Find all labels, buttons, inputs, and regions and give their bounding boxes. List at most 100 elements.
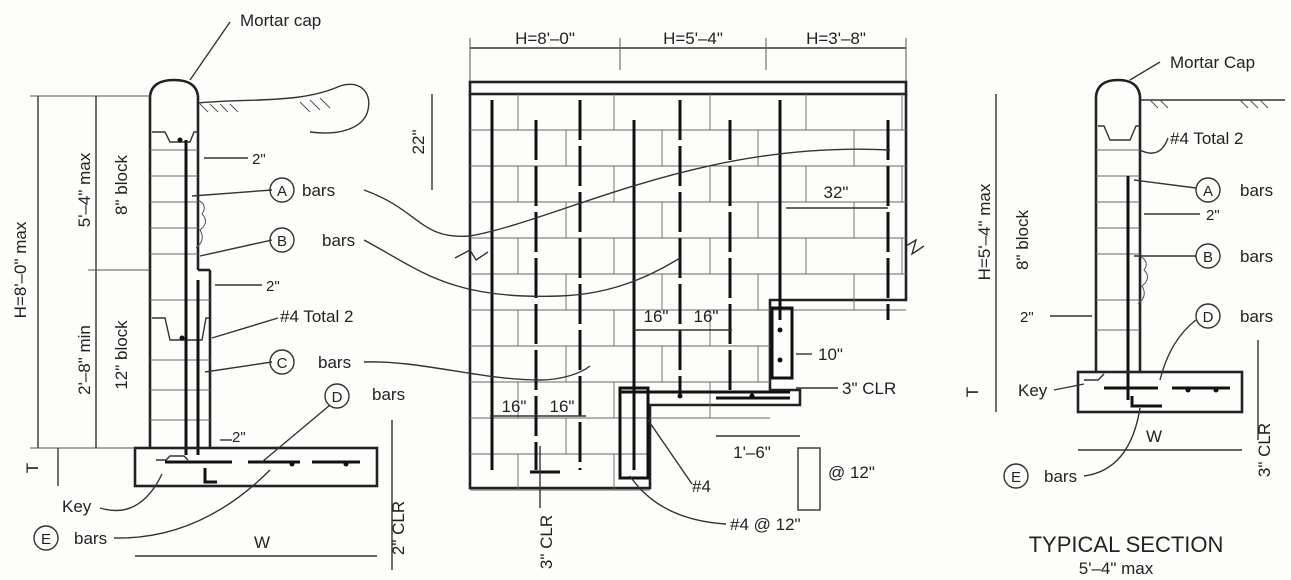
- left-bar-4-dot: [179, 335, 185, 341]
- left-bar-e-tag: E: [41, 531, 51, 548]
- left-clr-label: 2" CLR: [389, 501, 408, 555]
- elev-bar-dot: [777, 357, 783, 363]
- right-mortar-cap-label: Mortar Cap: [1170, 53, 1255, 72]
- elev-break-left: [454, 249, 489, 261]
- right-bar-e-leader: [1083, 407, 1141, 477]
- elev-dim-16b: 16": [694, 307, 719, 326]
- right-t-label: T: [963, 387, 982, 397]
- left-footing-key: [156, 455, 189, 461]
- right-bar-a-text: bars: [1240, 181, 1273, 200]
- left-lower-block-label: 12" block: [112, 320, 131, 390]
- right-ground-hatch: [1149, 99, 1269, 109]
- left-key-leader: [99, 473, 163, 512]
- elev-dim-10-label: 10": [818, 345, 843, 364]
- left-bar-a-text: bars: [302, 181, 335, 200]
- elevation-view: H=8'–0" H=5'–4" H=3'–8" 22" 32" 16": [363, 29, 925, 569]
- elev-bar-4-label: #4: [692, 477, 711, 496]
- left-footing-dot: [343, 461, 349, 467]
- left-grout-patch: [195, 199, 206, 249]
- right-bar-4-leader: [1139, 137, 1169, 154]
- left-bar-e-leader: [113, 469, 271, 539]
- elev-h2-label: H=5'–4": [663, 29, 723, 48]
- elev-vertical-bars: [490, 100, 890, 470]
- elev-bar-dot: [777, 327, 783, 333]
- left-bar-d-text: bars: [372, 385, 405, 404]
- left-footing-dot: [289, 461, 295, 467]
- right-bar-d-tag: D: [1203, 309, 1214, 326]
- right-block-label: 8" block: [1013, 210, 1032, 270]
- caption-title: TYPICAL SECTION: [1029, 532, 1224, 557]
- elev-at-12-label: @ 12": [828, 463, 875, 482]
- elev-dim-3clr-label: 3" CLR: [842, 379, 896, 398]
- elev-bar-4-leader: [647, 419, 693, 485]
- right-mortar-cap: [1094, 78, 1142, 97]
- right-footing-bar-e: [1130, 396, 1162, 408]
- right-bar-e-text: bars: [1044, 467, 1077, 486]
- right-height-label: H=5'–4" max: [975, 183, 994, 280]
- right-footing-dot: [1213, 387, 1219, 393]
- right-bar-b-tag: B: [1203, 249, 1213, 266]
- left-section: H=8'–0" max 5'–4" max 8" block 2'–8" min…: [11, 11, 408, 570]
- right-bar-b-tag-circle: [1195, 243, 1221, 269]
- elev-dim-16c: 16": [502, 397, 527, 416]
- left-ground-line: [197, 83, 370, 134]
- left-bar-e-tag-circle: [33, 525, 59, 551]
- left-bar-a-tag-circle: [269, 177, 295, 203]
- right-w-label: W: [1146, 427, 1162, 446]
- left-bar-d-tag-circle: [324, 383, 350, 409]
- elev-bar-b-curve: [363, 239, 681, 298]
- left-mortar-leader: [189, 21, 231, 81]
- left-bar-e-text: bars: [74, 529, 107, 548]
- left-upper-block-label: 8" block: [112, 155, 131, 215]
- elev-cap: [468, 80, 908, 96]
- elev-bar-a-curve: [363, 148, 891, 238]
- elev-stem-cage: [770, 306, 794, 380]
- left-bar-c-leader: [204, 361, 273, 373]
- right-footing-key: [1084, 373, 1105, 381]
- elev-dim-22-label: 22": [409, 130, 428, 155]
- left-bar-b-tag-circle: [269, 227, 295, 253]
- left-bar-b-text: bars: [322, 231, 355, 250]
- right-footing: [1076, 370, 1244, 414]
- left-footing: [133, 446, 379, 488]
- left-bar-c-tag-circle: [269, 349, 295, 375]
- left-bar-b-leader: [199, 239, 273, 257]
- left-bar-4-dot: [177, 137, 183, 143]
- left-ground-hatch: [199, 97, 331, 113]
- left-bar-4-label: #4 Total 2: [280, 307, 353, 326]
- right-bar-e-tag: E: [1011, 469, 1021, 486]
- left-bar-c-text: bars: [318, 353, 351, 372]
- elev-dim-16a: 16": [644, 307, 669, 326]
- left-footing-bar-e: [203, 468, 217, 484]
- right-key-label: Key: [1018, 381, 1048, 400]
- elev-h1-label: H=8'–0": [515, 29, 575, 48]
- elev-stirrup-detail: [797, 447, 821, 511]
- elev-bar-4-12-leader: [629, 475, 727, 525]
- elev-dim-32-label: 32": [824, 183, 849, 202]
- right-mortar-leader: [1129, 61, 1161, 81]
- right-bond-beam: [1098, 125, 1140, 141]
- left-bond-beam-upper: [152, 131, 198, 143]
- left-block-joints: [150, 149, 210, 421]
- elev-bar-dot: [749, 393, 755, 399]
- elev-h3-label: H=3'–8": [806, 29, 866, 48]
- right-bar-a-tag: A: [1203, 183, 1213, 200]
- right-grout-patch: [1137, 255, 1148, 305]
- elev-bar-4-12-label: #4 @ 12": [730, 515, 801, 534]
- right-bar-4-label: #4 Total 2: [1170, 129, 1243, 148]
- left-bar-b-tag: B: [277, 233, 287, 250]
- elev-bottom-clr-label: 3" CLR: [537, 515, 556, 569]
- left-height-label: H=8'–0" max: [11, 221, 30, 318]
- elev-dim-1-6-label: 1'–6": [733, 443, 771, 462]
- right-bar-d-text: bars: [1240, 307, 1273, 326]
- right-clr-label: 3" CLR: [1255, 423, 1274, 477]
- right-footing-dot: [1185, 387, 1191, 393]
- right-bar-a-tag-circle: [1195, 177, 1221, 203]
- elev-block-courses: [470, 94, 906, 491]
- right-bar-d-tag-circle: [1195, 303, 1221, 329]
- left-bar-d-leader: [261, 404, 331, 463]
- caption-subtitle: 5'–4" max: [1079, 559, 1154, 578]
- elev-break-right: [905, 238, 925, 256]
- left-bar-a-leader: [191, 189, 273, 197]
